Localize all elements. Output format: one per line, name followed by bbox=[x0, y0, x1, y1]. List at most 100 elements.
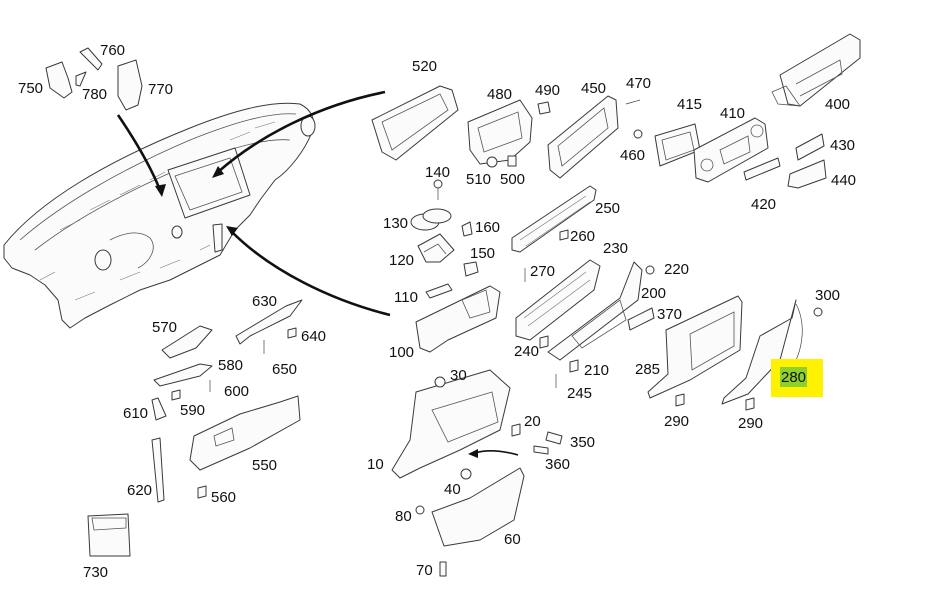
part-480 bbox=[467, 99, 533, 165]
part-610 bbox=[151, 397, 167, 421]
label-760: 760 bbox=[100, 42, 126, 59]
part-580 bbox=[153, 363, 213, 387]
label-650: 650 bbox=[272, 361, 298, 378]
part-450 bbox=[547, 95, 619, 179]
label-290-b: 290 bbox=[738, 415, 764, 432]
part-400 bbox=[779, 33, 861, 107]
highlight-text-bg-280 bbox=[780, 367, 807, 387]
assembly-arrows bbox=[116, 90, 519, 458]
label-590: 590 bbox=[180, 402, 206, 419]
part-240 bbox=[539, 335, 549, 349]
label-780: 780 bbox=[82, 86, 108, 103]
label-470: 470 bbox=[626, 75, 652, 92]
label-130: 130 bbox=[383, 215, 409, 232]
part-40 bbox=[460, 468, 472, 480]
label-210: 210 bbox=[584, 362, 610, 379]
label-640: 640 bbox=[301, 328, 327, 345]
part-470 bbox=[625, 99, 641, 105]
label-10: 10 bbox=[367, 456, 384, 473]
label-370: 370 bbox=[657, 306, 683, 323]
label-140: 140 bbox=[425, 164, 451, 181]
label-550: 550 bbox=[252, 457, 278, 474]
label-460: 460 bbox=[620, 147, 646, 164]
label-400: 400 bbox=[825, 96, 851, 113]
dashboard-assembly bbox=[3, 102, 316, 329]
label-80: 80 bbox=[395, 508, 412, 525]
part-420 bbox=[743, 157, 781, 181]
part-620 bbox=[151, 437, 165, 503]
arrow-to-part-10 bbox=[474, 450, 519, 456]
arrow-to-dashboard-lower bbox=[231, 231, 391, 317]
part-80 bbox=[415, 505, 425, 515]
part-350 bbox=[545, 431, 563, 445]
part-30 bbox=[434, 376, 446, 388]
part-20 bbox=[511, 423, 521, 437]
arrow-to-dashboard-left bbox=[116, 114, 162, 191]
part-410 bbox=[693, 117, 769, 183]
part-260 bbox=[559, 229, 569, 241]
label-620: 620 bbox=[127, 482, 153, 499]
label-630: 630 bbox=[252, 293, 278, 310]
part-290-a bbox=[675, 393, 685, 407]
label-150: 150 bbox=[470, 245, 496, 262]
label-60: 60 bbox=[504, 531, 521, 548]
part-520 bbox=[371, 85, 459, 161]
part-360 bbox=[533, 445, 549, 455]
label-70: 70 bbox=[416, 562, 433, 579]
label-490: 490 bbox=[535, 82, 561, 99]
label-510: 510 bbox=[466, 171, 492, 188]
label-270: 270 bbox=[530, 263, 556, 280]
part-230 bbox=[515, 259, 601, 341]
part-560 bbox=[197, 485, 207, 499]
parts-750-780 bbox=[45, 47, 143, 111]
arrow-to-dashboard-center bbox=[217, 90, 386, 173]
label-415: 415 bbox=[677, 96, 703, 113]
label-300: 300 bbox=[815, 287, 841, 304]
label-285: 285 bbox=[635, 361, 661, 378]
part-440 bbox=[787, 159, 827, 189]
label-500: 500 bbox=[500, 171, 526, 188]
label-750: 750 bbox=[18, 80, 44, 97]
label-30: 30 bbox=[450, 367, 467, 384]
label-160: 160 bbox=[475, 219, 501, 236]
part-500 bbox=[507, 155, 517, 167]
label-420: 420 bbox=[751, 196, 777, 213]
part-120 bbox=[417, 233, 455, 263]
part-630 bbox=[235, 299, 303, 345]
part-550 bbox=[189, 395, 301, 471]
part-285 bbox=[647, 295, 743, 399]
part-70 bbox=[439, 561, 447, 577]
part-150 bbox=[463, 261, 479, 277]
label-20: 20 bbox=[524, 413, 541, 430]
label-600: 600 bbox=[224, 383, 250, 400]
part-590 bbox=[171, 389, 181, 401]
label-580: 580 bbox=[218, 357, 244, 374]
part-430 bbox=[795, 133, 825, 161]
label-610: 610 bbox=[123, 405, 149, 422]
part-460 bbox=[633, 129, 643, 139]
label-230: 230 bbox=[603, 240, 629, 257]
label-290-a: 290 bbox=[664, 413, 690, 430]
label-430: 430 bbox=[830, 137, 856, 154]
part-300 bbox=[813, 307, 823, 317]
label-100: 100 bbox=[389, 344, 415, 361]
part-250 bbox=[511, 185, 597, 253]
label-260: 260 bbox=[570, 228, 596, 245]
part-730 bbox=[87, 513, 131, 557]
part-10 bbox=[391, 369, 511, 479]
part-640 bbox=[287, 327, 297, 339]
label-360: 360 bbox=[545, 456, 571, 473]
label-250: 250 bbox=[595, 200, 621, 217]
label-200: 200 bbox=[641, 285, 667, 302]
part-370 bbox=[627, 307, 655, 331]
part-220 bbox=[645, 265, 655, 275]
part-570 bbox=[161, 325, 213, 359]
label-730: 730 bbox=[83, 564, 109, 581]
part-110 bbox=[425, 283, 453, 299]
label-40: 40 bbox=[444, 481, 461, 498]
part-210 bbox=[569, 359, 579, 373]
label-520: 520 bbox=[412, 58, 438, 75]
part-290-b bbox=[745, 397, 755, 411]
label-120: 120 bbox=[389, 252, 415, 269]
